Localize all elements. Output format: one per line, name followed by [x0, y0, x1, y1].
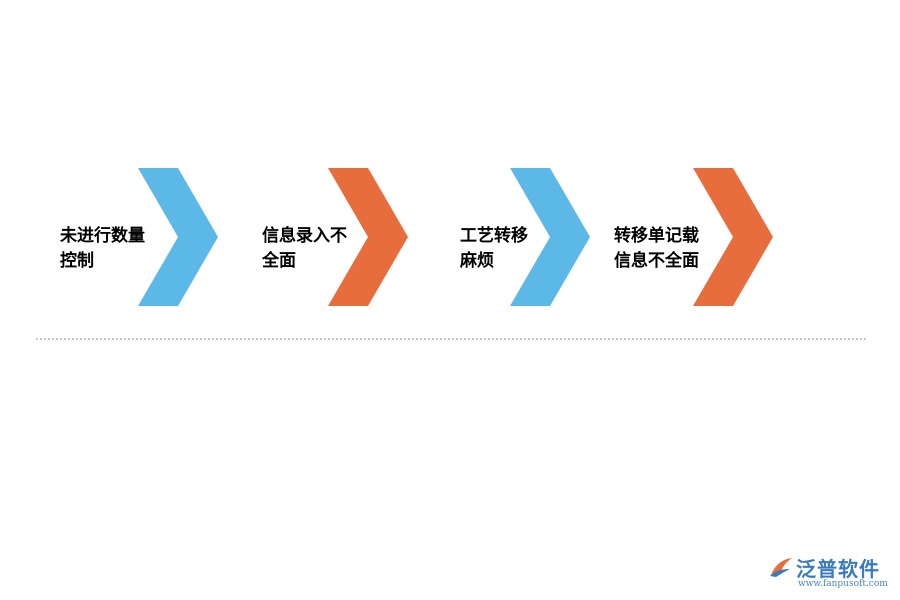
step-2-chevron-arrow: [328, 168, 408, 306]
step-4: 转移单记载 信息不全面: [614, 168, 784, 306]
step-2-label: 信息录入不 全面: [262, 226, 347, 271]
step-1-chevron-arrow: [138, 168, 218, 306]
step-3-label: 工艺转移 麻烦: [460, 226, 528, 271]
logo-url: www.fanpusoft.com: [798, 579, 888, 589]
company-logo: 泛普软件 www.fanpusoft.com: [768, 553, 893, 593]
logo-name: 泛普软件: [796, 557, 880, 581]
logo-mark-icon: [770, 558, 792, 577]
step-4-chevron-arrow: [693, 168, 773, 306]
step-1: 未进行数量 控制: [60, 168, 220, 306]
step-3-chevron-arrow: [510, 168, 590, 306]
step-2: 信息录入不 全面: [262, 168, 422, 306]
step-3: 工艺转移 麻烦: [460, 168, 620, 306]
dotted-divider: [36, 338, 866, 340]
step-1-label: 未进行数量 控制: [60, 226, 145, 271]
step-4-label: 转移单记载 信息不全面: [614, 226, 699, 271]
